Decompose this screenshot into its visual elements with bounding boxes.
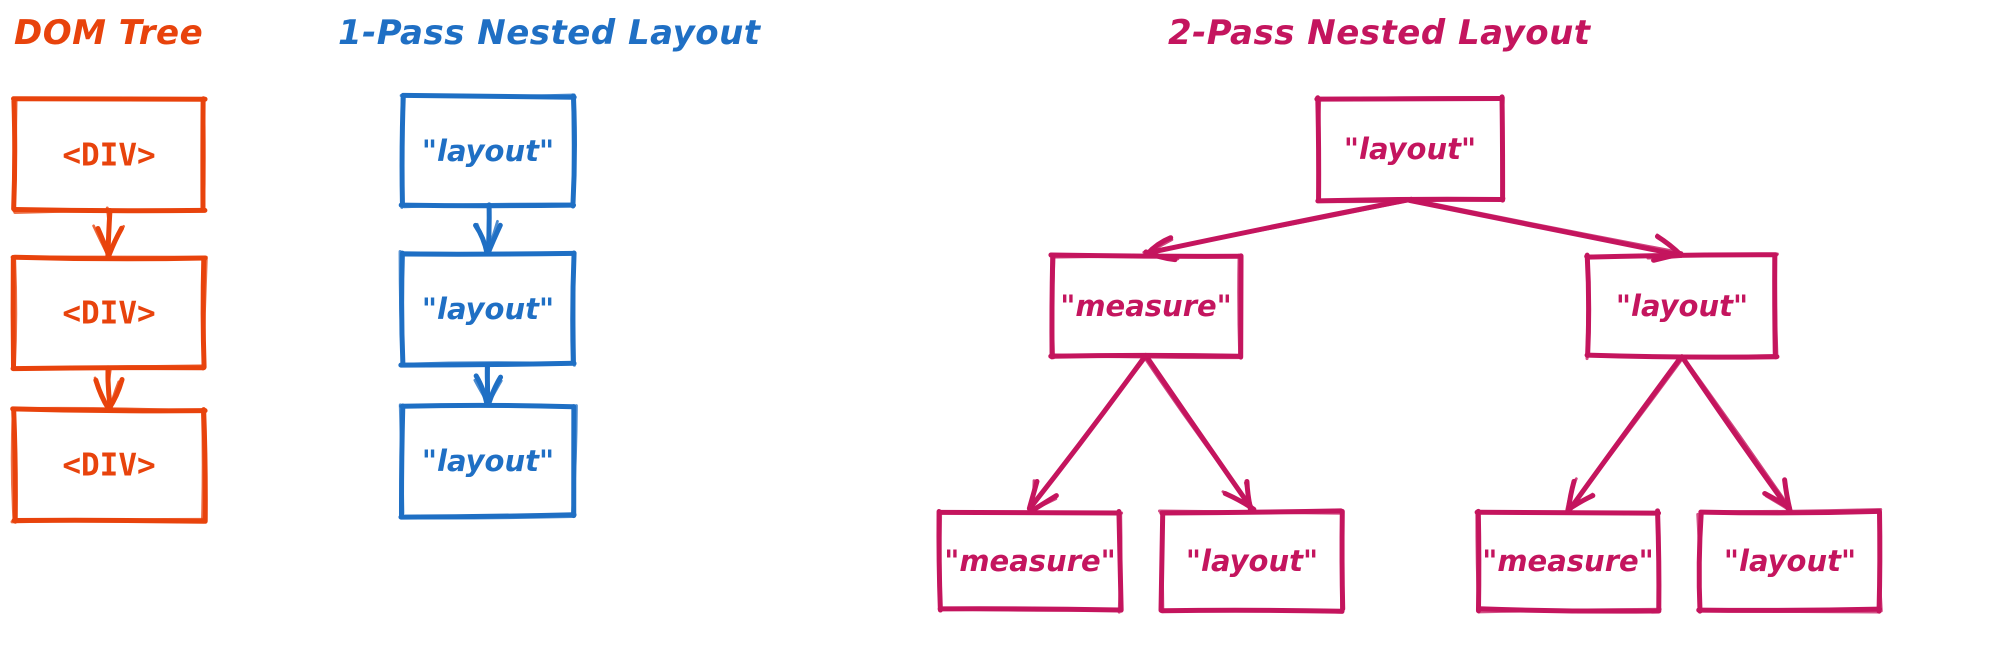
svg-text:"layout": "layout" [1344,132,1476,166]
svg-text:<DIV>: <DIV> [62,138,155,174]
arrow-edge [473,362,504,408]
node-box[interactable]: "layout" [398,92,577,209]
section-title-one-pass-nested-layout: 1-Pass Nested Layout [338,13,762,53]
node-box[interactable]: "measure" [1474,508,1662,614]
node-box[interactable]: <DIV> [10,406,208,524]
node-box[interactable]: "layout" [1314,94,1506,204]
arrow-edge [1679,354,1793,514]
svg-text:"measure": "measure" [1482,544,1654,578]
svg-text:<DIV>: <DIV> [62,448,155,484]
node-box[interactable]: "layout" [398,402,578,520]
svg-text:2-Pass Nested Layout: 2-Pass Nested Layout [1168,13,1592,53]
arrow-edge [473,202,503,257]
svg-text:"measure": "measure" [1060,289,1232,323]
arrow-edge [92,206,125,259]
node-box[interactable]: "measure" [936,509,1124,614]
node-box[interactable]: "layout" [398,249,577,368]
svg-text:"layout": "layout" [1724,544,1856,578]
section-two-pass-nested-layout: 2-Pass Nested Layout "layout" "measure" "la… [936,13,1883,614]
arrow-edge [93,365,125,412]
svg-text:"layout": "layout" [1186,544,1318,578]
svg-text:"layout": "layout" [422,134,554,168]
svg-text:"layout": "layout" [1616,289,1748,323]
section-title-dom-tree: DOM Tree [14,13,203,53]
svg-text:1-Pass Nested Layout: 1-Pass Nested Layout [338,13,762,53]
svg-text:"layout": "layout" [422,292,554,326]
svg-text:"measure": "measure" [944,544,1116,578]
arrow-edge [1407,197,1684,263]
arrow-edge [1564,354,1685,514]
arrow-edge [1142,353,1257,514]
arrow-edge [1142,196,1414,263]
arrow-edge [1026,352,1149,514]
svg-text:DOM Tree: DOM Tree [14,13,203,53]
section-dom-tree: DOM Tree <DIV> <DIV> <DIV> [10,13,208,524]
node-box[interactable]: "layout" [1696,507,1883,614]
node-box[interactable]: <DIV> [11,96,208,215]
section-one-pass-nested-layout: 1-Pass Nested Layout "layout" "layout" "lay… [338,13,762,520]
node-box[interactable]: "layout" [1584,252,1780,361]
node-box[interactable]: "layout" [1157,508,1346,614]
svg-text:<DIV>: <DIV> [62,296,155,332]
edges-two-pass-nested-layout [1026,196,1793,514]
node-box[interactable]: "measure" [1048,252,1244,360]
edges-one-pass-nested-layout [473,202,504,408]
svg-text:"layout": "layout" [422,444,554,478]
section-title-two-pass-nested-layout: 2-Pass Nested Layout [1168,13,1592,53]
node-box[interactable]: <DIV> [10,254,208,372]
